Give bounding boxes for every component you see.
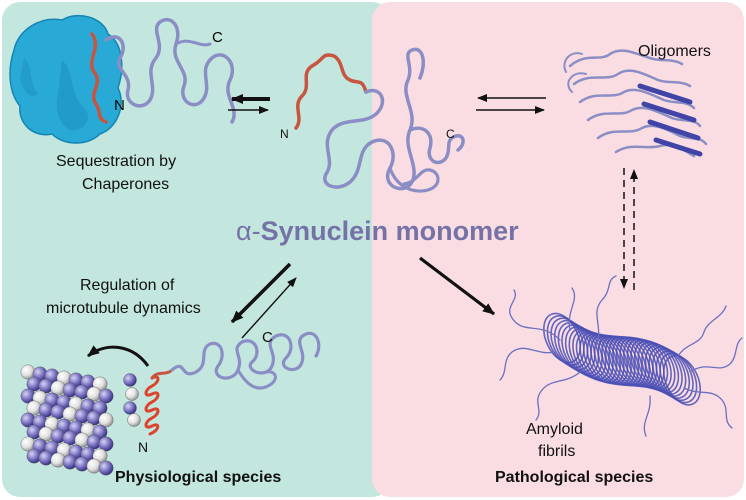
bound-n-terminus: N	[138, 439, 148, 455]
n-terminal-helix	[144, 375, 160, 436]
tubulin-sphere	[98, 436, 114, 452]
protein-ribbon	[174, 39, 212, 47]
amyloid-label-line2: fibrils	[538, 443, 575, 460]
tubulin-sphere	[98, 388, 114, 404]
n-terminal-segment	[150, 368, 174, 380]
arrow-onto-microtubule	[87, 345, 150, 367]
synuclein-monomer-title: Synuclein monomer	[260, 216, 519, 246]
amyloid-fibril	[499, 275, 743, 437]
alpha-prefix: α-	[236, 216, 261, 246]
fibril-core	[543, 312, 701, 406]
protein-ribbon	[408, 126, 465, 165]
chaperone-surface-shadow	[56, 60, 89, 131]
oligomers-label: Oligomers	[638, 43, 711, 60]
tubulin-sphere	[123, 373, 137, 387]
sequestration-label-line1: Sequestration by	[56, 153, 176, 170]
chaperone-surface-shadow	[20, 58, 38, 96]
bound-monomer	[144, 331, 321, 436]
protein-ribbon	[236, 368, 277, 390]
protein-ribbon	[170, 331, 321, 380]
chaperone-complex	[9, 14, 236, 144]
protein-ribbon	[323, 47, 426, 191]
chaperone-n-terminus: N	[114, 97, 125, 114]
n-terminal-segment	[89, 32, 108, 124]
monomer-c-terminus: C	[446, 127, 455, 141]
arrow-from-microtubule	[241, 277, 297, 339]
tubulin-sphere	[98, 460, 114, 476]
protein-ribbon	[388, 166, 440, 193]
microtubule	[20, 364, 141, 476]
tubulin-sphere	[123, 401, 137, 415]
tubulin-sphere	[127, 413, 141, 427]
chaperone-c-terminus: C	[212, 29, 223, 46]
arrow-to-amyloid-fibrils	[419, 256, 495, 316]
tubulin-sphere	[125, 387, 139, 401]
n-terminal-segment	[294, 53, 368, 130]
arrow-to-microtubule	[230, 262, 292, 324]
tubulin-sphere	[98, 412, 114, 428]
regulation-label-line2: microtubule dynamics	[46, 300, 201, 317]
sequestration-label-line2: Chaperones	[82, 176, 169, 193]
physiological-caption: Physiological species	[115, 469, 281, 486]
monomer-n-terminus: N	[280, 127, 289, 141]
fibril-tails	[499, 275, 743, 437]
pathological-caption: Pathological species	[495, 469, 653, 486]
amyloid-label-line1: Amyloid	[526, 421, 583, 438]
protein-ribbon	[104, 18, 236, 124]
bound-c-terminus: C	[262, 329, 273, 346]
oligomer-structure	[563, 49, 708, 158]
center-title: α-Synuclein monomer	[236, 216, 556, 247]
regulation-label-line1: Regulation of	[80, 277, 175, 294]
synuclein-monomer-structure	[294, 47, 465, 193]
